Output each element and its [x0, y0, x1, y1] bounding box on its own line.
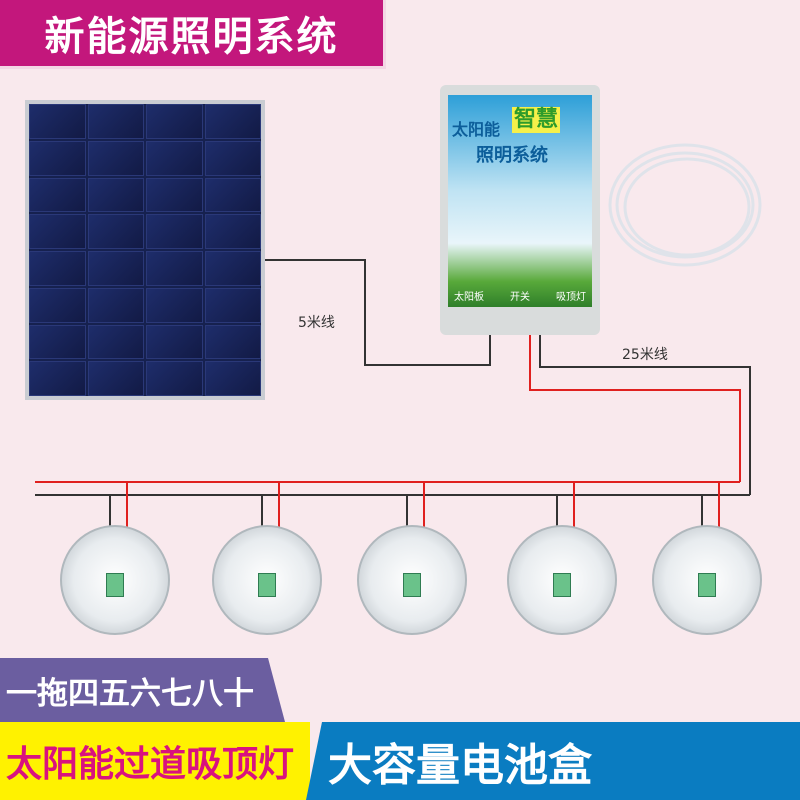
solar-cell	[87, 140, 144, 176]
solar-cell	[87, 214, 144, 249]
ceiling-lamp	[212, 525, 322, 635]
controller-label-switch: 开关	[510, 292, 530, 303]
solar-panel-image	[25, 100, 265, 400]
page-title: 新能源照明系统	[0, 0, 386, 69]
controller-box: 太阳能 智慧 照明系统 太阳板 开关 吸顶灯	[440, 85, 600, 335]
controller-brand-highlight: 智慧	[512, 107, 561, 133]
controller-brand-line1: 太阳能	[452, 120, 501, 139]
product-banner: 太阳能过道吸顶灯	[0, 722, 310, 800]
solar-cell	[87, 287, 144, 323]
solar-cell	[87, 104, 144, 139]
battery-banner: 大容量电池盒	[306, 722, 800, 800]
controller-label-lamp: 吸顶灯	[556, 292, 586, 303]
solar-cell	[29, 177, 86, 213]
negative-output-wire	[539, 330, 751, 495]
ceiling-lamp	[652, 525, 762, 635]
solar-cell	[204, 140, 261, 176]
wire-coil	[608, 143, 762, 267]
solar-cell	[146, 287, 203, 323]
solar-cell	[204, 287, 261, 323]
solar-cell	[146, 361, 203, 396]
solar-cell	[146, 104, 203, 139]
controller-brand-line2: 照明系统	[476, 145, 548, 166]
solar-cell	[87, 361, 144, 396]
solar-cell	[204, 251, 261, 286]
solar-cell	[204, 214, 261, 249]
panel-wire-label: 5米线	[298, 315, 335, 331]
solar-cell	[29, 104, 86, 139]
solar-cell	[87, 177, 144, 213]
solar-cell	[146, 177, 203, 213]
solar-cell	[29, 251, 86, 286]
solar-cell	[29, 287, 86, 323]
ceiling-lamp	[507, 525, 617, 635]
count-banner: 一拖四五六七八十	[0, 658, 285, 722]
solar-cell	[146, 214, 203, 249]
solar-cell	[87, 251, 144, 286]
ceiling-lamp	[60, 525, 170, 635]
solar-cell	[87, 324, 144, 360]
solar-cell	[29, 140, 86, 176]
solar-cell	[29, 361, 86, 396]
solar-cell	[204, 324, 261, 360]
lamp-wire-label: 25米线	[622, 347, 668, 363]
solar-cell	[204, 361, 261, 396]
solar-cell	[146, 251, 203, 286]
solar-cell	[29, 214, 86, 249]
panel-wire	[265, 259, 491, 366]
solar-cell	[146, 140, 203, 176]
ceiling-lamp	[357, 525, 467, 635]
controller-label-panel: 太阳板	[454, 292, 484, 303]
solar-cell	[204, 104, 261, 139]
solar-cell	[146, 324, 203, 360]
solar-cell	[204, 177, 261, 213]
solar-cell	[29, 324, 86, 360]
positive-output-wire	[529, 330, 741, 482]
